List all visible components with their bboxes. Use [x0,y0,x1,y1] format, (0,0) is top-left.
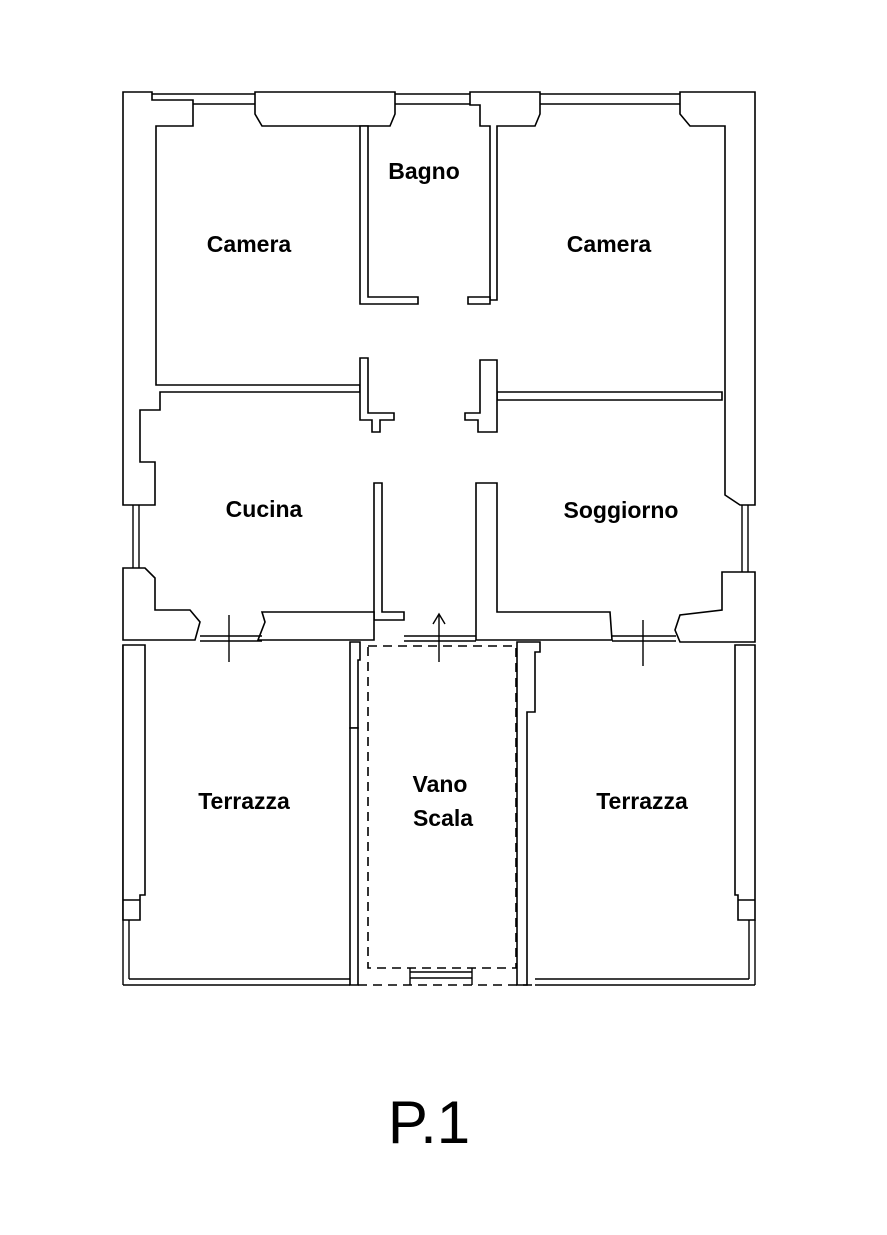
room-label-terrazza-right: Terrazza [596,788,688,814]
interior-walls [200,125,723,666]
room-label-vano-scala-line1: Vano [413,771,468,797]
room-label-terrazza-left: Terrazza [198,788,290,814]
room-label-camera-right: Camera [567,231,652,257]
room-label-camera-left: Camera [207,231,292,257]
room-label-soggiorno: Soggiorno [564,497,679,523]
room-label-bagno: Bagno [388,158,460,184]
room-label-cucina: Cucina [226,496,303,522]
room-label-vano-scala-line2: Scala [413,805,473,831]
floor-label: P.1 [388,1089,470,1156]
outer-walls [122,91,756,643]
terrace-walls [122,612,756,986]
